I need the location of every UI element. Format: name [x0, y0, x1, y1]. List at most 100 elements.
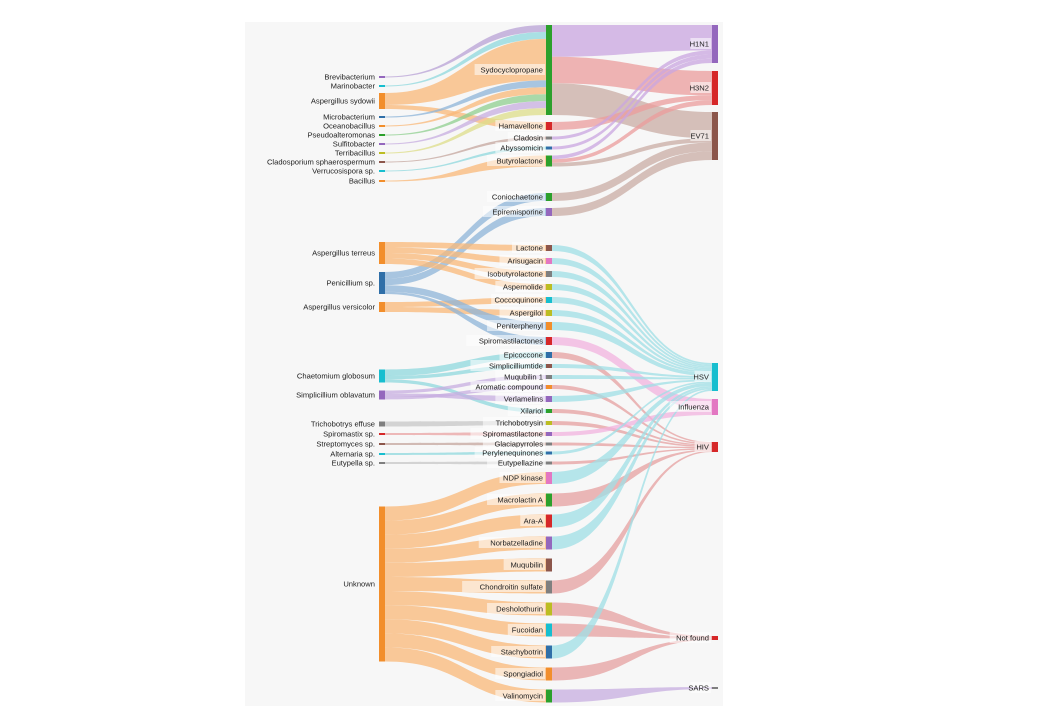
compound-label-xilariol: Xilariol — [520, 407, 543, 416]
node-xilariol — [546, 409, 552, 413]
target-link-spiromastilactone-to-influenza — [552, 409, 712, 436]
compound-label-spiromastilactones: Spiromastilactones — [479, 337, 543, 346]
target-link-ndp-kinase-to-hsv — [552, 382, 712, 484]
source-label-sulfitobacter: Sulfitobacter — [333, 140, 376, 149]
target-link-aspernolide-to-hsv — [552, 284, 712, 370]
compound-label-glaciapyrroles: Glaciapyrroles — [494, 440, 543, 449]
compound-label-sydocyclopropane: Sydocyclopropane — [481, 66, 543, 75]
compound-label-aspernolide: Aspernolide — [503, 283, 543, 292]
diagram-nodes — [379, 25, 718, 703]
target-link-abyssomicin-to-h1n1 — [552, 54, 712, 150]
target-link-muqubilin-1-to-hsv — [552, 375, 712, 380]
source-link-unknown-to-ndp-kinase — [385, 472, 546, 521]
compound-label-verlamelins-bg — [495, 393, 545, 404]
node-h3n2 — [712, 71, 718, 105]
compound-label-abyssomicin: Abyssomicin — [500, 144, 543, 153]
node-norbatzelladine — [546, 536, 552, 550]
node-lactone — [546, 245, 552, 251]
compound-label-ara-a-bg — [520, 515, 545, 526]
compound-label-glaciapyrroles-bg — [482, 438, 545, 449]
target-link-sydocyclopropane-to-h1n1 — [552, 25, 712, 57]
node-macrolactin-a — [546, 493, 552, 507]
node-muqubilin-1 — [546, 375, 552, 379]
virus-label-influenza: Influenza — [678, 403, 710, 412]
target-link-spiromastilactones-to-influenza — [552, 337, 712, 410]
source-label-pseudoalteromonas: Pseudoalteromonas — [307, 131, 375, 140]
target-link-sydocyclopropane-to-h3n2 — [552, 56, 712, 96]
source-link-terribacillus-to-sydocyclopropane — [385, 108, 546, 154]
node-verrucosispora-sp — [379, 170, 385, 172]
node-simplicillium-oblavatum — [379, 390, 385, 400]
node-isobutyrolactone — [546, 271, 552, 277]
virus-label-ev71: EV71 — [690, 132, 709, 141]
compound-label-aromatic-compound-bg — [470, 381, 545, 392]
source-label-spiromastix-sp: Spiromastix sp. — [323, 430, 375, 439]
node-cladosporium-sphaerospermum — [379, 161, 385, 163]
compound-label-aspernolide-bg — [495, 281, 545, 292]
compound-label-ndp-kinase: NDP kinase — [503, 474, 543, 483]
node-not-found — [712, 636, 718, 640]
source-link-microbacterium-to-sydocyclopropane — [385, 80, 546, 118]
virus-label-hiv-bg — [694, 441, 711, 452]
target-link-hamavellone-to-h3n2 — [552, 95, 712, 130]
source-label-trichobotrys-effuse: Trichobotrys effuse — [311, 420, 375, 429]
compound-label-eutypellazine-bg — [487, 457, 545, 468]
source-link-penicillium-sp-to-peniterphenyl — [385, 285, 546, 330]
compound-label-chondroitin-sulfate: Chondroitin sulfate — [480, 583, 543, 592]
source-link-penicillium-sp-to-coniochaetone — [385, 193, 546, 279]
virus-label-sars-bg — [690, 682, 711, 693]
node-valinomycin — [546, 689, 552, 703]
node-chondroitin-sulfate — [546, 580, 552, 594]
node-epicoccone — [546, 352, 552, 358]
compound-label-trichobotrysin: Trichobotrysin — [496, 419, 543, 428]
compound-label-lactone: Lactone — [516, 244, 543, 253]
node-spiromastilactones — [546, 337, 552, 345]
compound-label-stachybotrin-bg — [491, 646, 545, 657]
compound-label-isobutyrolactone-bg — [474, 268, 545, 279]
virus-label-sars: SARS — [688, 684, 709, 693]
source-label-aspergillus-terreus: Aspergillus terreus — [312, 249, 375, 258]
node-aspergillus-versicolor — [379, 302, 385, 312]
node-influenza — [712, 399, 718, 415]
compound-label-arisugacin: Arisugacin — [508, 257, 543, 266]
compound-label-fucoidan: Fucoidan — [512, 626, 543, 635]
node-simplicilliumtide — [546, 364, 552, 368]
target-link-coccoquinone-to-hsv — [552, 297, 712, 372]
node-aspernolide — [546, 284, 552, 290]
source-label-alternaria-sp: Alternaria sp. — [330, 450, 375, 459]
target-link-butyrolactone-to-h1n1 — [552, 58, 712, 160]
source-link-oceanobacillus-to-sydocyclopropane — [385, 87, 546, 127]
node-eutypellazine — [546, 461, 552, 465]
node-coccoquinone — [546, 297, 552, 303]
node-chaetomium-globosum — [379, 369, 385, 383]
node-alternaria-sp — [379, 453, 385, 455]
target-link-peniterphenyl-to-hsv — [552, 322, 712, 377]
target-link-xilariol-to-hiv — [552, 409, 712, 446]
node-cladosin — [546, 136, 552, 140]
compound-label-trichobotrysin-bg — [482, 417, 545, 428]
compound-label-coccoquinone: Coccoquinone — [494, 296, 543, 305]
compound-label-lactone-bg — [511, 242, 545, 253]
virus-label-hiv: HIV — [696, 443, 710, 452]
source-link-penicillium-sp-to-spiromastilactones — [385, 291, 546, 345]
target-link-verlamelins-to-hsv — [552, 379, 712, 402]
node-streptomyces-sp — [379, 443, 385, 445]
compound-label-perylenequinones: Perylenequinones — [482, 449, 543, 458]
compound-label-valinomycin-bg — [495, 690, 545, 701]
source-label-unknown: Unknown — [343, 580, 375, 589]
node-sulfitobacter — [379, 143, 385, 145]
source-label-cladosporium-sphaerospermum: Cladosporium sphaerospermum — [267, 158, 375, 167]
source-link-brevibacterium-to-sydocyclopropane — [385, 25, 546, 78]
node-marinobacter — [379, 85, 385, 87]
compound-label-eutypellazine: Eutypellazine — [498, 459, 543, 468]
source-label-aspergillus-sydowii: Aspergillus sydowii — [311, 97, 375, 106]
compound-label-xilariol-bg — [507, 405, 545, 416]
node-hiv — [712, 442, 718, 452]
compound-label-coccoquinone-bg — [491, 294, 545, 305]
virus-label-not-found: Not found — [676, 634, 709, 643]
node-muqubilin — [546, 558, 552, 572]
target-link-ara-a-to-hsv — [552, 386, 712, 528]
compound-label-macrolactin-a: Macrolactin A — [497, 496, 544, 505]
virus-label-hsv: HSV — [693, 373, 710, 382]
